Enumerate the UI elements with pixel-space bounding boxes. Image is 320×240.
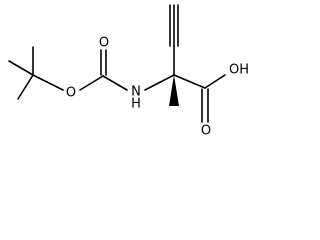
bond-tbu-methyl-left xyxy=(8,60,34,76)
carboxylic-acid-group xyxy=(201,74,226,123)
alpha-carbon-group xyxy=(144,4,206,106)
bond-tbu-to-ether-oxygen xyxy=(32,74,64,91)
bond-nitrogen-to-alpha-carbon xyxy=(144,74,175,91)
tert-butyl-group xyxy=(8,46,64,100)
bond-alpha-to-acid-carbon xyxy=(173,74,206,89)
acid-carbonyl-oxygen-label: O xyxy=(201,124,211,139)
bond-tbu-methyl-bottom xyxy=(17,74,34,100)
wedge-bond-methyl xyxy=(169,75,179,106)
acid-hydroxyl-label: OH xyxy=(229,63,249,78)
chemical-structure: O O N H OH O xyxy=(8,4,249,139)
carbamate-carbonyl-oxygen-label: O xyxy=(99,36,109,51)
carbamate-ether-oxygen-label: O xyxy=(66,86,76,101)
bond-ether-oxygen-to-carbonyl xyxy=(79,75,104,91)
carbamate-group xyxy=(79,49,128,91)
nitrogen-label: N xyxy=(131,85,141,100)
bond-acid-carbon-to-hydroxyl xyxy=(204,74,226,89)
bond-carbonyl-to-nitrogen xyxy=(102,75,128,91)
nitrogen-hydrogen-label: H xyxy=(131,97,141,112)
